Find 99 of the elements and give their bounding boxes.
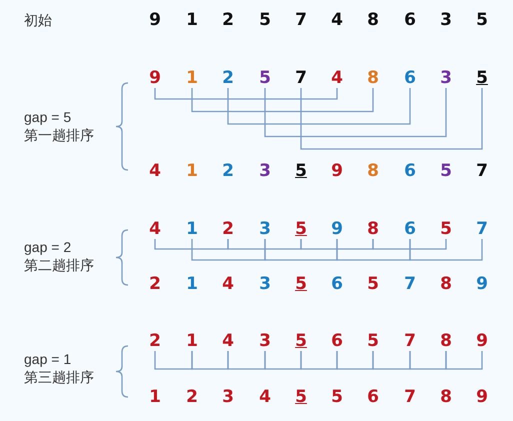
number: 5 bbox=[363, 331, 383, 351]
number: 8 bbox=[363, 68, 383, 88]
number: 4 bbox=[327, 68, 347, 88]
number: 3 bbox=[255, 331, 275, 351]
number: 8 bbox=[436, 331, 456, 351]
connector-line bbox=[227, 351, 266, 370]
number: 9 bbox=[145, 68, 165, 88]
number: 4 bbox=[218, 331, 238, 351]
number: 6 bbox=[327, 331, 347, 351]
number: 8 bbox=[363, 161, 383, 181]
number: 4 bbox=[327, 10, 347, 30]
connector-line bbox=[300, 351, 338, 370]
pass-label: 第二趟排序 bbox=[24, 256, 94, 274]
number: 5 bbox=[255, 68, 275, 88]
number: 2 bbox=[145, 331, 165, 351]
number: 2 bbox=[182, 387, 202, 407]
connector-line bbox=[264, 88, 447, 138]
number: 4 bbox=[255, 387, 275, 407]
number: 5 bbox=[291, 219, 311, 239]
number: 2 bbox=[218, 219, 238, 239]
connector-line bbox=[300, 88, 483, 150]
number: 8 bbox=[436, 387, 456, 407]
number: 3 bbox=[436, 10, 456, 30]
number: 2 bbox=[218, 10, 238, 30]
connector-line bbox=[409, 351, 447, 370]
connector-line bbox=[445, 351, 483, 370]
number: 7 bbox=[400, 387, 420, 407]
number: 6 bbox=[400, 219, 420, 239]
connector-line bbox=[300, 239, 374, 250]
number: 1 bbox=[182, 274, 202, 294]
number: 3 bbox=[255, 219, 275, 239]
number: 3 bbox=[255, 161, 275, 181]
number: 5 bbox=[363, 274, 383, 294]
number: 1 bbox=[145, 387, 165, 407]
number: 7 bbox=[472, 161, 492, 181]
number: 6 bbox=[400, 68, 420, 88]
number: 2 bbox=[218, 68, 238, 88]
number: 9 bbox=[472, 331, 492, 351]
connector-line bbox=[191, 239, 266, 261]
connector-line bbox=[264, 351, 302, 370]
number: 3 bbox=[255, 274, 275, 294]
number: 5 bbox=[291, 274, 311, 294]
pass-label: 第一趟排序 bbox=[24, 126, 94, 144]
connector-line bbox=[336, 239, 411, 261]
connector-line bbox=[154, 239, 229, 250]
connector-line bbox=[191, 351, 229, 370]
number: 3 bbox=[436, 68, 456, 88]
row-label: 初始 bbox=[24, 11, 52, 29]
number: 6 bbox=[400, 10, 420, 30]
number: 5 bbox=[291, 331, 311, 351]
connector-line bbox=[372, 351, 411, 370]
gap-label: gap = 2 bbox=[24, 238, 72, 256]
number: 4 bbox=[218, 274, 238, 294]
connector-line bbox=[154, 351, 193, 370]
number: 9 bbox=[327, 219, 347, 239]
number: 4 bbox=[145, 161, 165, 181]
number: 9 bbox=[145, 10, 165, 30]
number: 9 bbox=[472, 387, 492, 407]
number: 5 bbox=[255, 10, 275, 30]
number: 8 bbox=[436, 274, 456, 294]
connector-line bbox=[264, 239, 338, 261]
number: 5 bbox=[291, 387, 311, 407]
connector-line bbox=[191, 88, 374, 112]
number: 7 bbox=[472, 219, 492, 239]
number: 2 bbox=[218, 161, 238, 181]
number: 7 bbox=[400, 274, 420, 294]
number: 5 bbox=[327, 387, 347, 407]
number: 7 bbox=[400, 331, 420, 351]
number: 1 bbox=[182, 161, 202, 181]
number: 7 bbox=[291, 10, 311, 30]
number: 6 bbox=[363, 387, 383, 407]
number: 1 bbox=[182, 10, 202, 30]
number: 8 bbox=[363, 10, 383, 30]
gap-label: gap = 1 bbox=[24, 350, 72, 368]
connector-line bbox=[372, 239, 447, 250]
number: 5 bbox=[291, 161, 311, 181]
number: 5 bbox=[472, 68, 492, 88]
number: 6 bbox=[400, 161, 420, 181]
pass-label: 第三趟排序 bbox=[24, 368, 94, 386]
number: 7 bbox=[291, 68, 311, 88]
number: 1 bbox=[182, 331, 202, 351]
number: 8 bbox=[363, 219, 383, 239]
number: 5 bbox=[472, 10, 492, 30]
connector-line bbox=[227, 239, 302, 250]
connector-line bbox=[409, 239, 483, 261]
connector-line bbox=[154, 88, 338, 100]
number: 3 bbox=[218, 387, 238, 407]
number: 1 bbox=[182, 68, 202, 88]
number: 2 bbox=[145, 274, 165, 294]
connector-line bbox=[227, 88, 411, 125]
gap-label: gap = 5 bbox=[24, 108, 72, 126]
number: 5 bbox=[436, 161, 456, 181]
number: 9 bbox=[327, 161, 347, 181]
connector-line bbox=[336, 351, 374, 370]
number: 5 bbox=[436, 219, 456, 239]
number: 1 bbox=[182, 219, 202, 239]
number: 4 bbox=[145, 219, 165, 239]
number: 6 bbox=[327, 274, 347, 294]
number: 9 bbox=[472, 274, 492, 294]
